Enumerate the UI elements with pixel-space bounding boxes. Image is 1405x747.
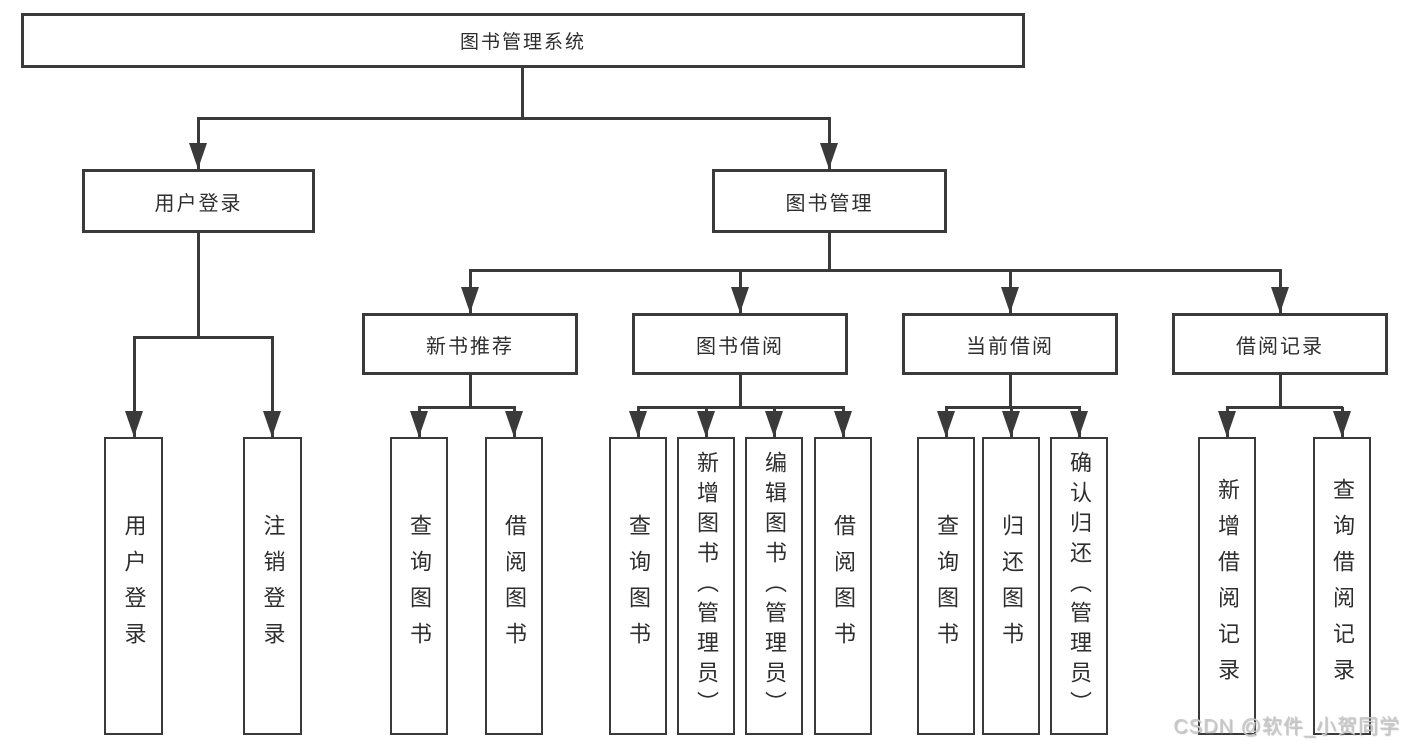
node-label: 查询图书 [934,514,959,658]
node-label: 图书管理 [785,192,874,215]
arrow-down-icon [629,411,647,437]
connector-current-borrowing-rail [945,406,1081,409]
node-leaf-confirm-return-admin: 确认归还（管理员） [1050,437,1108,735]
node-label: 借阅图书 [831,514,856,658]
node-label: 归还图书 [999,514,1024,658]
node-label: 借阅图书 [502,514,527,658]
node-label: 查询图书 [626,514,651,658]
arrow-down-icon [125,411,143,437]
arrow-down-icon [189,143,207,169]
node-label: 借阅记录 [1236,335,1324,358]
node-leaf-borrow-books: 借阅图书 [814,437,872,735]
arrow-down-icon [263,411,281,437]
node-library-management-system: 图书管理系统 [21,13,1025,68]
connector-to-login-leaf [133,337,136,437]
node-user-login: 用户登录 [82,169,315,233]
connector-borrowing-records-stem [1279,375,1282,407]
arrow-down-icon [765,411,783,437]
arrow-down-icon [937,411,955,437]
node-leaf-query-books-recommend: 查询图书 [390,437,448,735]
node-leaf-query-books-borrowing: 查询图书 [609,437,667,735]
node-leaf-user-login: 用户登录 [104,437,163,735]
node-label: 新增图书（管理员） [694,451,719,721]
node-book-management: 图书管理 [712,169,947,233]
csdn-watermark: CSDN @软件_小贺同学 [1173,716,1400,738]
node-label: 注销登录 [260,514,286,658]
arrow-down-icon [1070,411,1088,437]
node-current-borrowing: 当前借阅 [902,313,1118,375]
node-borrowing-records: 借阅记录 [1172,313,1388,375]
node-book-borrowing: 图书借阅 [632,313,848,375]
node-label: 新增借阅记录 [1215,478,1240,694]
connector-current-borrowing-stem [1009,375,1012,407]
arrow-down-icon [820,143,838,169]
connector-book-management-stem [828,233,831,270]
connector-new-book-rail [418,406,516,409]
arrow-down-icon [1218,411,1236,437]
node-label: 用户登录 [121,514,147,658]
node-label: 图书管理系统 [459,32,586,53]
node-label: 编辑图书（管理员） [762,451,787,721]
node-label: 图书借阅 [696,335,784,358]
connector-root-stem [521,68,524,118]
node-leaf-query-books-current: 查询图书 [917,437,975,735]
node-leaf-query-borrow-record: 查询借阅记录 [1313,437,1371,735]
arrow-down-icon [731,287,749,313]
connector-book-borrowing-stem [739,375,742,407]
node-label: 新书推荐 [426,335,514,358]
arrow-down-icon [1271,287,1289,313]
node-leaf-edit-books-admin: 编辑图书（管理员） [745,437,803,735]
arrow-down-icon [1002,411,1020,437]
node-label: 当前借阅 [966,335,1054,358]
arrow-down-icon [1333,411,1351,437]
node-label: 用户登录 [154,192,243,215]
connector-borrowing-records-rail [1226,406,1343,409]
connector-user-login-rail [133,336,274,339]
node-leaf-borrow-books-recommend: 借阅图书 [485,437,543,735]
connector-level1-rail [197,117,831,120]
node-leaf-logout: 注销登录 [243,437,302,735]
connector-level3-rail [469,269,1282,272]
connector-new-book-stem [469,375,472,407]
node-label: 查询图书 [407,514,432,658]
arrow-down-icon [505,411,523,437]
connector-to-logout-leaf [271,337,274,437]
arrow-down-icon [1001,287,1019,313]
node-label: 确认归还（管理员） [1067,451,1092,721]
node-leaf-add-borrow-record: 新增借阅记录 [1198,437,1256,735]
node-leaf-return-books: 归还图书 [982,437,1040,735]
node-new-book-recommendation: 新书推荐 [362,313,578,375]
connector-book-borrowing-rail [637,406,845,409]
arrow-down-icon [461,287,479,313]
arrow-down-icon [697,411,715,437]
node-label: 查询借阅记录 [1330,478,1355,694]
connector-user-login-stem [197,233,200,337]
node-leaf-add-books-admin: 新增图书（管理员） [677,437,735,735]
arrow-down-icon [834,411,852,437]
arrow-down-icon [410,411,428,437]
